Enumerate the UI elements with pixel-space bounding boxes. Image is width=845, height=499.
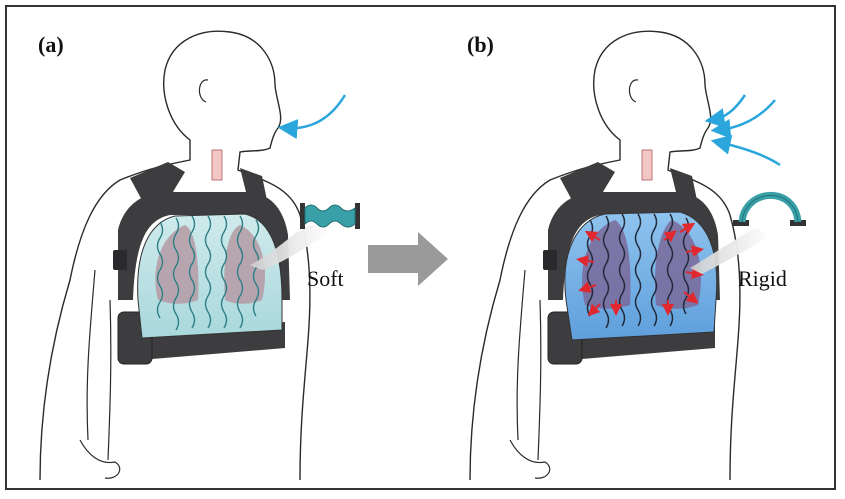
force-arrows-icon <box>576 222 704 317</box>
callout-pointer-b <box>690 228 770 274</box>
vest-body-a <box>118 191 290 300</box>
textile-sample-rigid <box>733 191 806 226</box>
vest-buckle-a <box>113 250 127 270</box>
panel-b-figure <box>469 30 806 481</box>
airflow-arrow-a <box>277 94 347 139</box>
ear-b <box>628 79 639 103</box>
vest-buckle-b <box>543 250 557 270</box>
transition-arrow-icon <box>368 232 448 286</box>
panel-a-label: (a) <box>38 32 64 57</box>
textile-sample-soft <box>300 203 360 229</box>
panel-a-figure <box>39 30 360 481</box>
trachea-b <box>641 149 653 181</box>
arm-a <box>86 269 112 461</box>
hand-a <box>79 439 121 479</box>
ear-a <box>198 79 209 103</box>
airflow-arrows-b <box>704 94 781 167</box>
arm-b <box>516 269 542 461</box>
fibers-soft <box>156 215 260 331</box>
material-label-rigid: Rigid <box>738 266 787 291</box>
callout-pointer-a <box>250 225 330 270</box>
hand-b <box>509 439 551 479</box>
panel-b-label: (b) <box>467 32 494 57</box>
body-outline-b <box>469 30 741 481</box>
lung-right-a <box>224 225 266 304</box>
trachea-a <box>211 149 223 181</box>
material-label-soft: Soft <box>307 266 344 291</box>
